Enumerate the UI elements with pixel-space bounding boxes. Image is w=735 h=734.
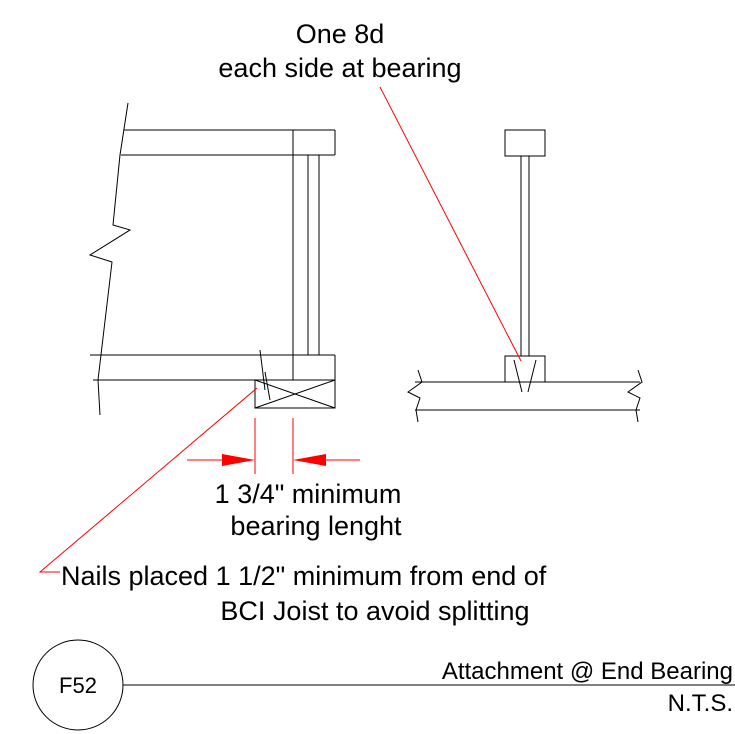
dim-arrow-right xyxy=(293,454,326,466)
section-top-flange xyxy=(504,129,546,157)
detail-id-label: F52 xyxy=(59,673,97,698)
break-line-left xyxy=(88,102,132,416)
joist-elevation-view xyxy=(88,102,336,416)
leaders xyxy=(38,86,522,573)
placement-note-line-1: Nails placed 1 1/2" minimum from end of xyxy=(61,561,547,591)
nail-callout-line-1: One 8d xyxy=(296,19,385,49)
joist-section-view xyxy=(407,129,643,423)
nail-stroke-1 xyxy=(259,349,266,391)
toe-nail-left xyxy=(513,359,523,393)
placement-leader xyxy=(38,387,258,573)
placement-note-line-2: BCI Joist to avoid splitting xyxy=(220,596,529,626)
break-line-plate-left xyxy=(407,369,423,423)
dimension-arrows xyxy=(222,454,326,466)
bearing-block-x2 xyxy=(254,379,336,409)
toe-nail-right xyxy=(527,359,537,393)
web-stiffener xyxy=(307,154,320,356)
nail-callout-leader xyxy=(379,86,522,362)
title-block: F52 Attachment @ End Bearing N.T.S. xyxy=(32,639,735,731)
notes: One 8d each side at bearing 1 3/4" minim… xyxy=(61,19,547,626)
nail-stroke-2 xyxy=(264,371,271,401)
detail-scale: N.T.S. xyxy=(668,690,733,717)
nail-callout-line-2: each side at bearing xyxy=(218,53,461,83)
bearing-block xyxy=(254,379,336,409)
bearing-length-line-1: 1 3/4" minimum xyxy=(215,479,402,509)
bearing-length-line-2: bearing lenght xyxy=(230,511,402,541)
section-bottom-flange xyxy=(504,355,546,383)
section-web xyxy=(520,155,530,357)
detail-title: Attachment @ End Bearing xyxy=(442,658,733,685)
dim-arrow-left xyxy=(222,454,255,466)
break-line-plate-right xyxy=(627,369,643,423)
